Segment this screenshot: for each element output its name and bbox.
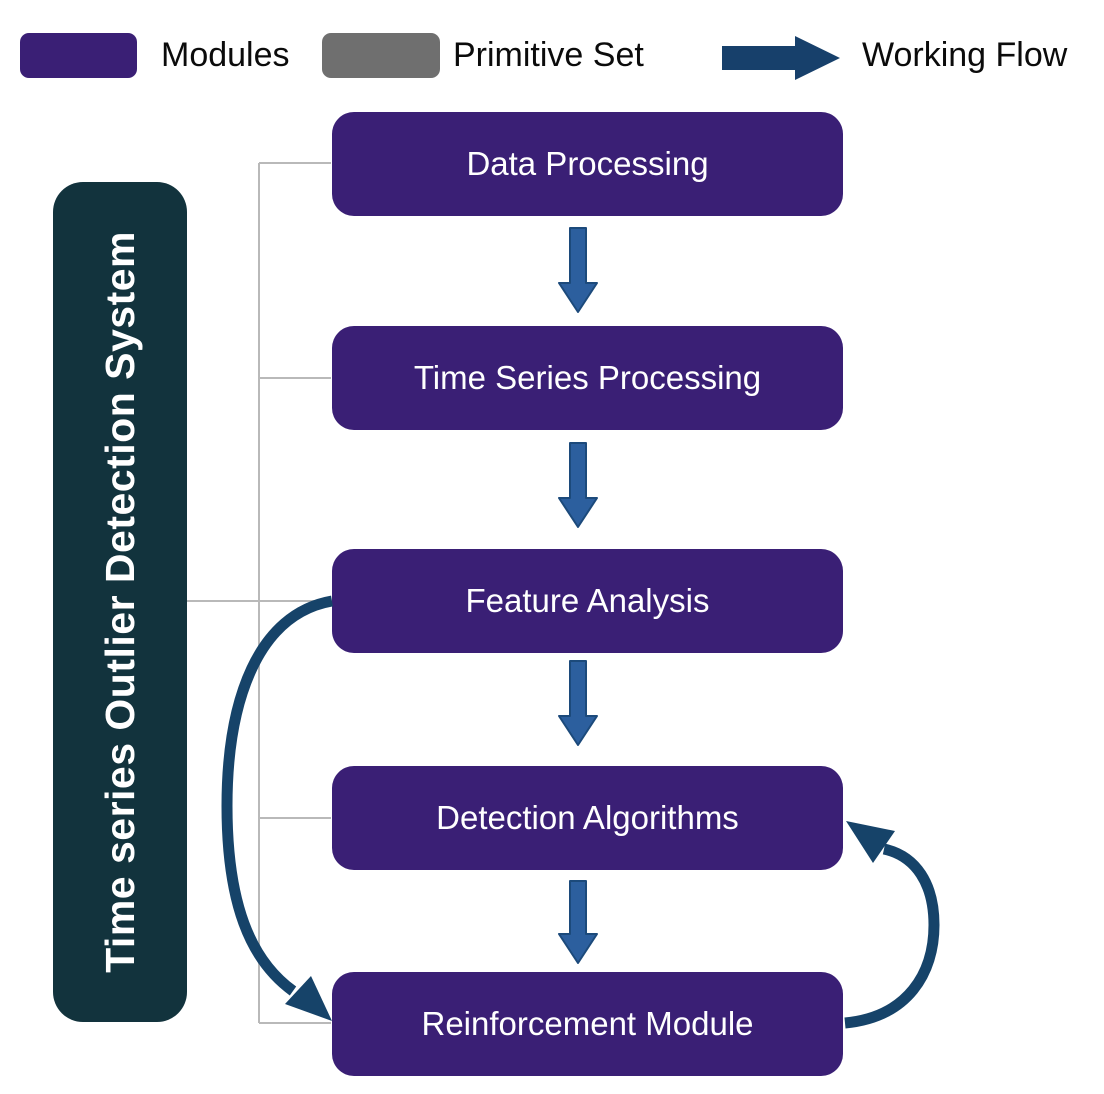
module-feature-analysis: Feature Analysis	[332, 549, 843, 653]
module-time-series-processing: Time Series Processing	[332, 326, 843, 430]
feedback-arc-left	[221, 595, 334, 1021]
system-title: Time series Outlier Detection System	[96, 231, 143, 973]
module-reinforcement-module-label: Reinforcement Module	[421, 1005, 754, 1042]
feedback-arc-left-arrowhead-icon	[285, 976, 332, 1021]
legend-modules-label: Modules	[161, 36, 290, 74]
module-detection-algorithms: Detection Algorithms	[332, 766, 843, 870]
module-time-series-processing-label: Time Series Processing	[413, 359, 762, 396]
system-title-box: Time series Outlier Detection System	[53, 182, 187, 1022]
legend-working-flow-label: Working Flow	[862, 36, 1068, 74]
legend-modules-swatch	[20, 33, 137, 78]
feedback-arc-left-curve	[221, 595, 334, 996]
module-reinforcement-module: Reinforcement Module	[332, 972, 843, 1076]
connector-lines	[187, 162, 331, 1024]
flow-arrow-4-icon	[558, 880, 598, 964]
legend-primitive-set-label: Primitive Set	[453, 36, 644, 74]
feedback-arc-right	[844, 821, 940, 1029]
flow-arrow-1-icon	[558, 227, 598, 313]
flow-arrow-2-icon	[558, 442, 598, 528]
module-data-processing-label: Data Processing	[466, 145, 709, 182]
module-data-processing: Data Processing	[332, 112, 843, 216]
flow-arrow-3-icon	[558, 660, 598, 746]
feedback-arc-right-arrowhead-icon	[846, 821, 895, 863]
module-feature-analysis-label: Feature Analysis	[465, 582, 710, 619]
legend-primitive-set-swatch	[322, 33, 440, 78]
legend-working-flow-arrow-icon	[722, 36, 840, 80]
feedback-arc-right-curve	[844, 843, 940, 1029]
module-detection-algorithms-label: Detection Algorithms	[436, 799, 739, 836]
